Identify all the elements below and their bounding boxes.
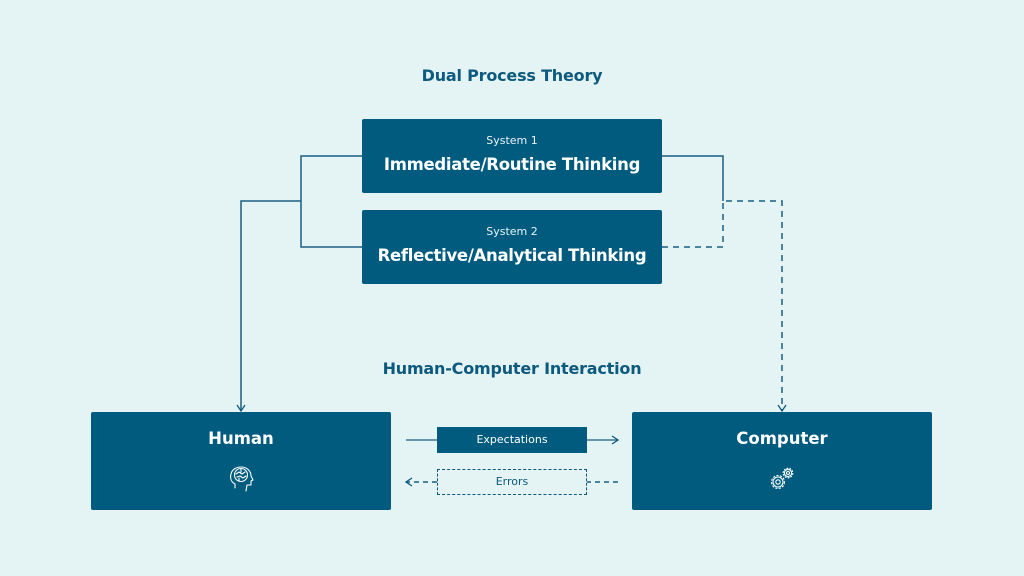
- gears-icon: [770, 467, 794, 490]
- dual-process-title: Dual Process Theory: [421, 66, 603, 85]
- system-to-human-connector: [236, 155, 362, 413]
- system1-label: System 1: [486, 134, 538, 147]
- system1-name: Immediate/Routine Thinking: [383, 155, 641, 174]
- system2-box: System 2 Reflective/Analytical Thinking: [362, 210, 662, 284]
- brain-head-icon: [230, 466, 254, 492]
- expectations-label: Expectations: [437, 427, 587, 453]
- system2-label: System 2: [486, 225, 538, 238]
- human-box: Human: [91, 412, 391, 510]
- computer-box: Computer: [632, 412, 932, 510]
- system-to-computer-connector: [662, 155, 787, 413]
- system1-box: System 1 Immediate/Routine Thinking: [362, 119, 662, 193]
- system2-name: Reflective/Analytical Thinking: [377, 246, 647, 265]
- errors-label: Errors: [437, 469, 587, 495]
- computer-label: Computer: [736, 429, 828, 448]
- hci-title: Human-Computer Interaction: [382, 359, 642, 378]
- human-label: Human: [208, 429, 274, 448]
